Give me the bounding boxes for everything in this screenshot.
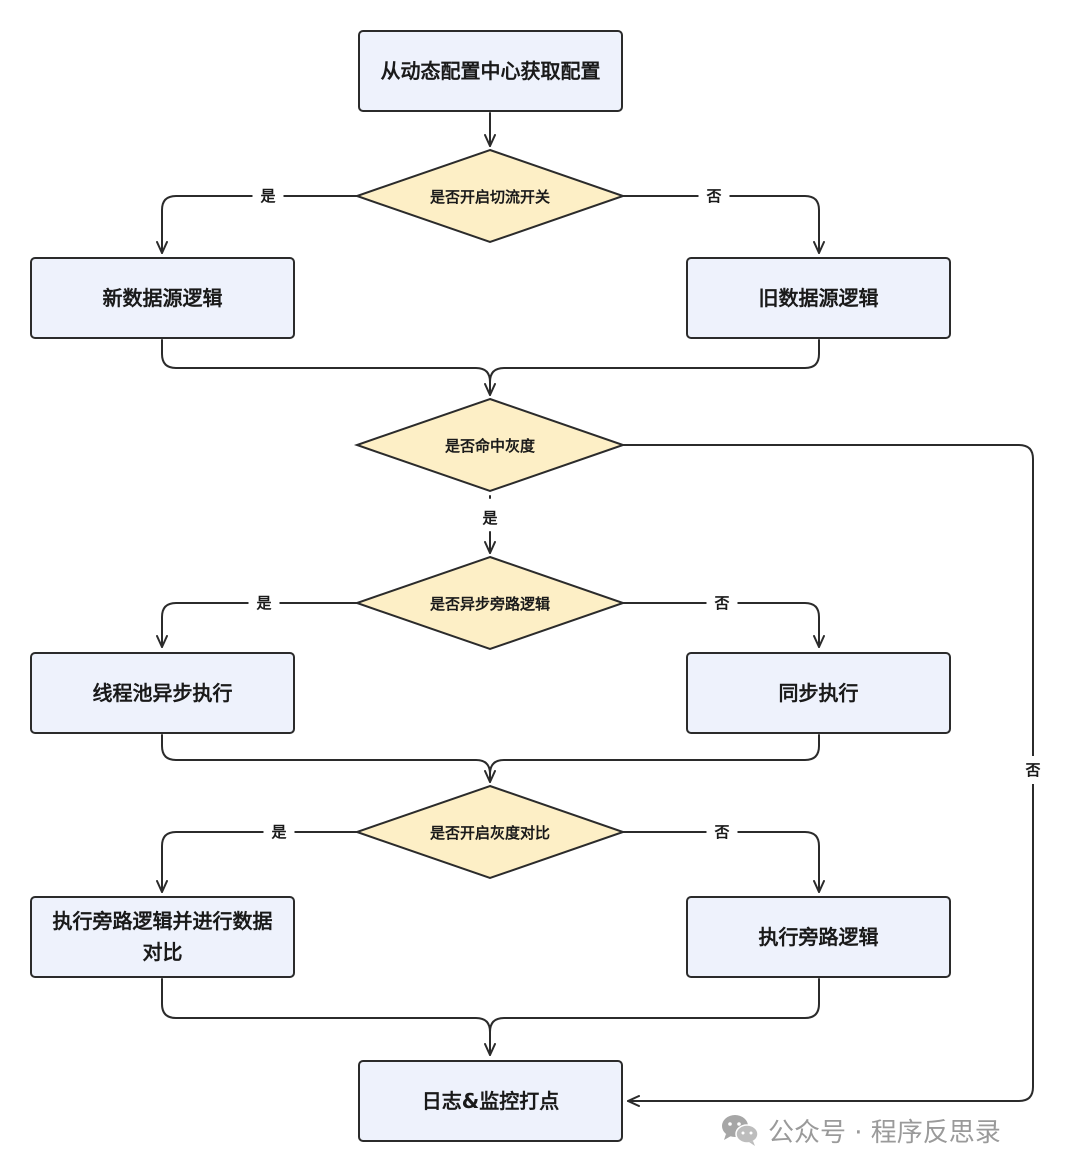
decision-async-shape — [353, 555, 627, 651]
edge-label-switch-yes: 是 — [252, 186, 284, 206]
decision-gray-label: 是否命中灰度 — [444, 436, 535, 455]
decision-compare-shape — [353, 784, 627, 880]
edge-label-compare-yes: 是 — [263, 822, 295, 842]
watermark-text: 公众号 · 程序反思录 — [768, 1117, 1001, 1148]
edge-label-gray-no: 否 — [1019, 756, 1047, 784]
edge-compare-no — [622, 831, 825, 893]
node-sync-exec: 同步执行 — [686, 652, 951, 734]
node-fetch-config: 从动态配置中心获取配置 — [358, 30, 623, 112]
node-exec-bypass-compare: 执行旁路逻辑并进行数据对比 — [30, 896, 295, 978]
watermark: 公众号 · 程序反思录 — [720, 1110, 1001, 1150]
wechat-icon — [722, 1115, 759, 1146]
edge-thread-pool-merge — [161, 734, 496, 783]
node-log-monitor: 日志&监控打点 — [358, 1060, 623, 1142]
node-old-datasource: 旧数据源逻辑 — [686, 257, 951, 339]
node-new-datasource: 新数据源逻辑 — [30, 257, 295, 339]
edge-switch-yes — [156, 195, 358, 254]
decision-switch-label: 是否开启切流开关 — [429, 187, 550, 206]
edge-async-yes — [156, 602, 358, 648]
edge-old-ds-merge — [489, 339, 820, 383]
decision-async-label: 是否异步旁路逻辑 — [429, 594, 550, 613]
edge-label-async-yes: 是 — [248, 593, 280, 613]
edge-label-compare-no: 否 — [706, 822, 738, 842]
edge-new-ds-merge — [161, 339, 496, 396]
edge-switch-no — [622, 195, 825, 254]
decision-gray-shape — [353, 397, 627, 493]
node-thread-pool-async: 线程池异步执行 — [30, 652, 295, 734]
edge-exec-compare-merge — [161, 978, 496, 1056]
decision-switch-shape — [353, 148, 627, 244]
decision-compare-label: 是否开启灰度对比 — [429, 823, 550, 842]
edge-label-switch-no: 否 — [698, 186, 730, 206]
edge-label-gray-yes: 是 — [474, 508, 506, 528]
node-exec-bypass: 执行旁路逻辑 — [686, 896, 951, 978]
edge-gray-no — [622, 444, 1034, 1107]
edge-label-async-no: 否 — [706, 593, 738, 613]
edge-compare-yes — [156, 831, 358, 893]
edge-exec-bypass-merge — [489, 978, 820, 1033]
edge-async-no — [622, 602, 825, 648]
edge-sync-merge — [489, 734, 820, 775]
